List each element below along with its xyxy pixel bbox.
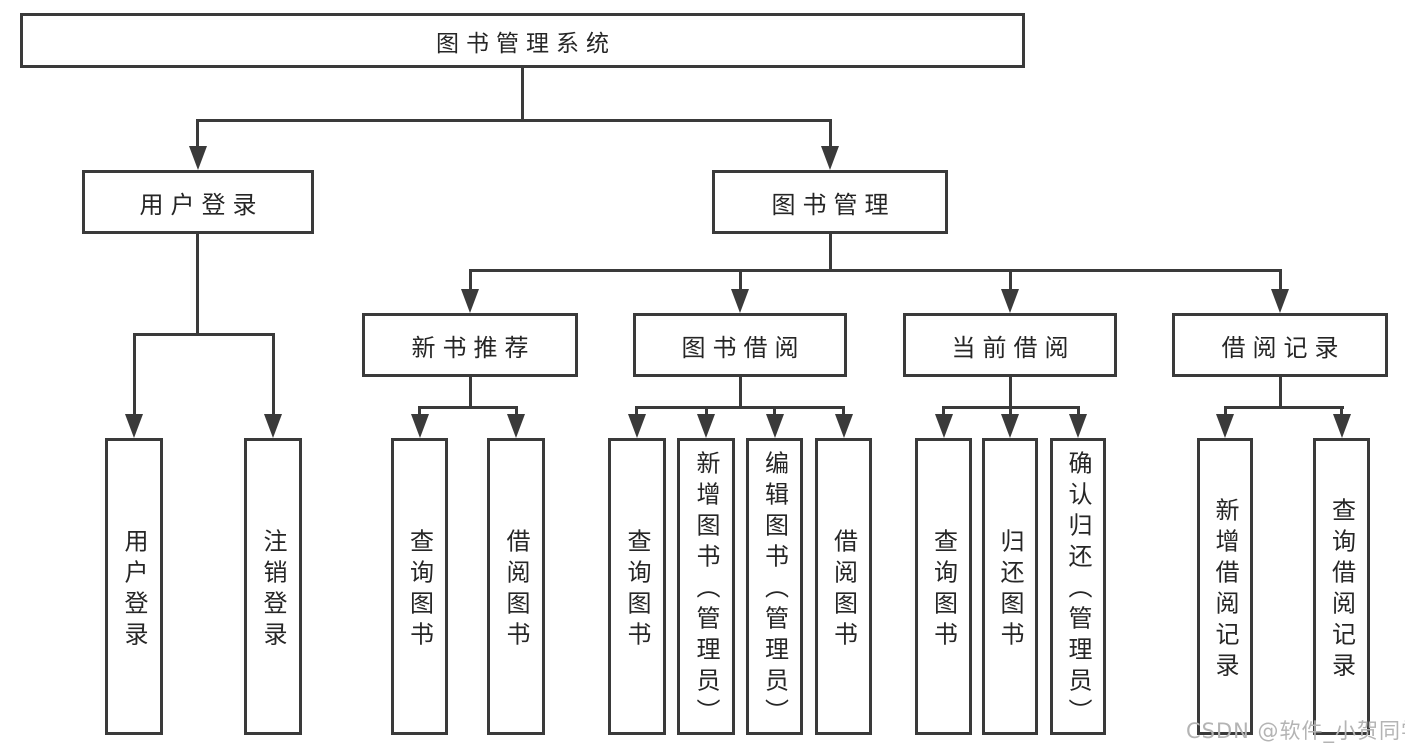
- connector-borrow-bar: [635, 406, 845, 409]
- connector-recommend-stem: [468, 375, 472, 408]
- csdn-watermark: CSDN @软件_小贺同学: [1186, 719, 1405, 743]
- connector-recommend-bar: [418, 406, 518, 409]
- connector-mgmt-drop-4: [1278, 269, 1282, 293]
- connector-borrow-drop-1: [635, 406, 638, 418]
- connector-mgmt-drop-2: [738, 269, 742, 293]
- node-confirm-return-admin: 确认归还（管理员）: [1050, 438, 1106, 735]
- connector-records-drop-2: [1340, 406, 1343, 418]
- node-borrow-query-book: 查询图书: [608, 438, 666, 735]
- down-arrow-icon: [1001, 289, 1019, 313]
- down-arrow-icon: [188, 146, 207, 170]
- node-user-login: 用户登录: [82, 170, 314, 234]
- down-arrow-icon: [934, 414, 953, 438]
- connector-current-drop-3: [1076, 406, 1080, 418]
- leaf-label: 借阅图书: [829, 528, 858, 652]
- down-arrow-icon: [627, 414, 646, 438]
- down-arrow-icon: [1271, 289, 1289, 313]
- leaf-label: 注销登录: [259, 528, 287, 652]
- connector-login-bar: [132, 333, 275, 336]
- node-user-login-label: 用户登录: [139, 190, 264, 219]
- down-arrow-icon: [834, 414, 853, 438]
- down-arrow-icon: [410, 414, 429, 438]
- node-borrow-records: 借阅记录: [1172, 313, 1388, 377]
- node-book-management-label: 图书管理: [771, 190, 896, 219]
- node-new-book-recommend-label: 新书推荐: [411, 333, 536, 362]
- connector-mgmt-bar: [468, 269, 1282, 272]
- down-arrow-icon: [765, 414, 784, 438]
- connector-borrow-drop-4: [842, 406, 845, 418]
- node-borrow-book: 借阅图书: [815, 438, 872, 735]
- down-arrow-icon: [1332, 414, 1351, 438]
- leaf-label: 查询图书: [623, 528, 651, 652]
- leaf-label: 查询图书: [405, 528, 434, 652]
- node-recommend-borrow-book: 借阅图书: [487, 438, 545, 735]
- connector-current-drop-1: [942, 406, 945, 418]
- connector-records-drop-1: [1223, 406, 1227, 418]
- down-arrow-icon: [731, 289, 749, 313]
- connector-recommend-drop-2: [514, 406, 518, 418]
- node-book-management: 图书管理: [712, 170, 948, 234]
- leaf-label: 新增借阅记录: [1211, 497, 1239, 683]
- down-arrow-icon: [1069, 414, 1087, 438]
- leaf-label: 查询图书: [929, 528, 958, 652]
- down-arrow-icon: [1216, 414, 1234, 438]
- connector-login-drop-1: [132, 333, 136, 417]
- connector-borrow-drop-3: [773, 406, 776, 418]
- connector-recommend-drop-1: [418, 406, 421, 418]
- connector-root-drop-right: [828, 119, 832, 149]
- node-recommend-query-book: 查询图书: [391, 438, 448, 735]
- connector-current-stem: [1008, 375, 1012, 408]
- leaf-label: 新增图书（管理员）: [692, 450, 720, 730]
- leaf-label: 归还图书: [996, 528, 1024, 652]
- node-current-borrow: 当前借阅: [903, 313, 1117, 377]
- down-arrow-icon: [821, 146, 839, 170]
- connector-login-stem: [196, 232, 199, 335]
- down-arrow-icon: [1001, 414, 1019, 438]
- node-user-login-action: 用户登录: [105, 438, 163, 735]
- node-root: 图书管理系统: [20, 13, 1025, 68]
- connector-mgmt-drop-3: [1008, 269, 1012, 293]
- node-root-label: 图书管理系统: [436, 30, 616, 57]
- connector-records-bar: [1223, 406, 1344, 409]
- down-arrow-icon: [507, 414, 525, 438]
- node-new-book-recommend: 新书推荐: [362, 313, 578, 377]
- node-book-borrow: 图书借阅: [633, 313, 847, 377]
- down-arrow-icon: [125, 414, 143, 438]
- node-book-borrow-label: 图书借阅: [681, 333, 806, 362]
- node-current-query-book: 查询图书: [915, 438, 972, 735]
- node-add-book-admin: 新增图书（管理员）: [677, 438, 735, 735]
- connector-borrow-drop-2: [704, 406, 708, 418]
- connector-borrow-stem: [738, 375, 742, 408]
- node-borrow-records-label: 借阅记录: [1221, 333, 1346, 362]
- leaf-label: 查询借阅记录: [1327, 497, 1356, 683]
- connector-current-drop-2: [1008, 406, 1012, 418]
- connector-login-drop-2: [271, 333, 275, 417]
- connector-root-drop-left: [196, 119, 199, 149]
- down-arrow-icon: [461, 289, 479, 313]
- down-arrow-icon: [264, 414, 282, 438]
- leaf-label: 确认归还（管理员）: [1064, 450, 1092, 730]
- node-current-borrow-label: 当前借阅: [951, 333, 1076, 362]
- connector-mgmt-drop-1: [468, 269, 472, 293]
- node-add-borrow-record: 新增借阅记录: [1197, 438, 1253, 735]
- node-logout-action: 注销登录: [244, 438, 302, 735]
- leaf-label: 用户登录: [120, 528, 148, 652]
- connector-root-stem: [521, 66, 524, 121]
- node-edit-book-admin: 编辑图书（管理员）: [746, 438, 803, 735]
- connector-records-stem: [1278, 375, 1282, 408]
- down-arrow-icon: [697, 414, 715, 438]
- leaf-label: 编辑图书（管理员）: [760, 450, 789, 730]
- node-return-book: 归还图书: [982, 438, 1038, 735]
- connector-root-bar: [196, 119, 831, 122]
- connector-mgmt-stem: [828, 232, 832, 271]
- node-query-borrow-record: 查询借阅记录: [1313, 438, 1370, 735]
- leaf-label: 借阅图书: [502, 528, 530, 652]
